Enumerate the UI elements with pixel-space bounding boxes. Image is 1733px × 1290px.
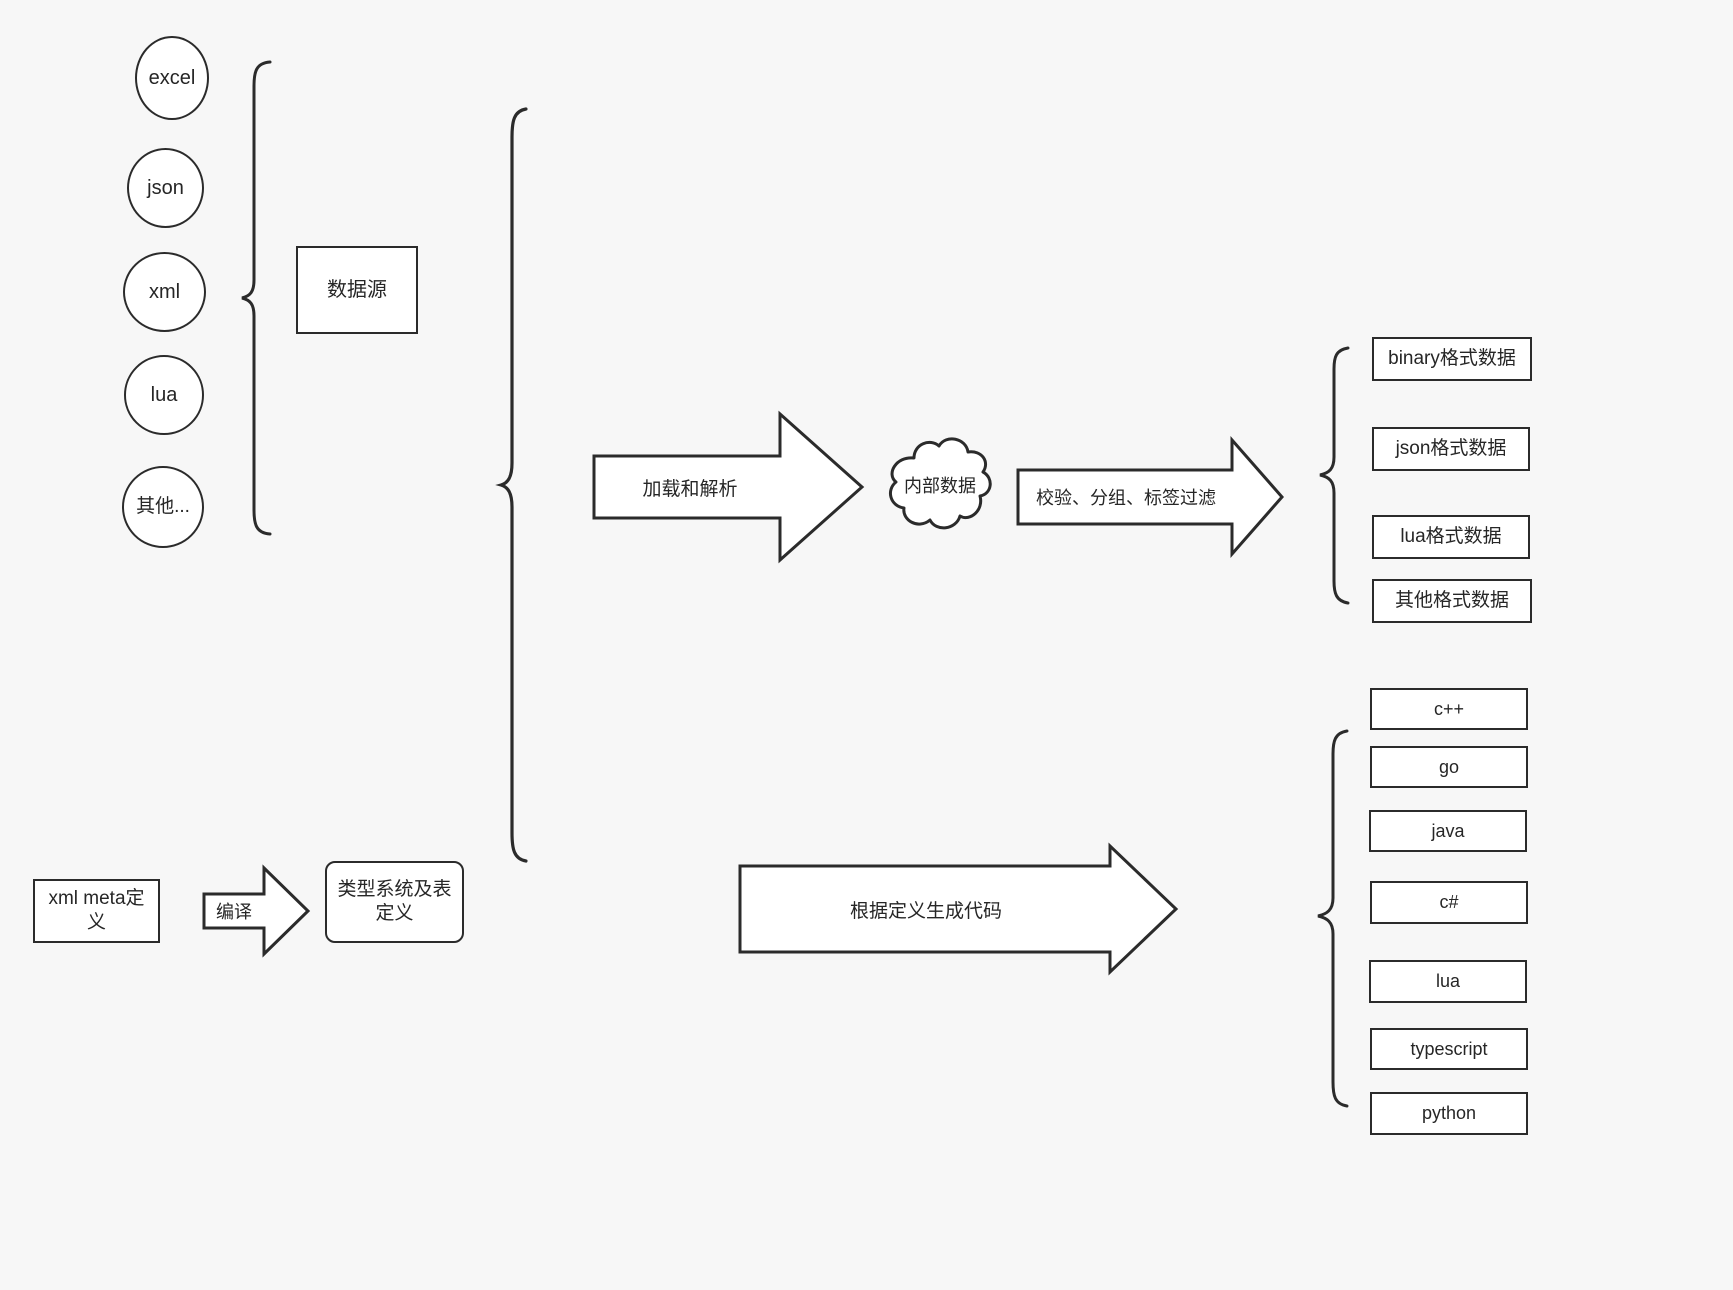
- target-language-label: c#: [1439, 892, 1459, 913]
- target-language-box-python[interactable]: python: [1370, 1092, 1528, 1135]
- output-format-label: json格式数据: [1395, 438, 1507, 460]
- output-format-label: lua格式数据: [1400, 526, 1502, 548]
- data-source-label: 数据源: [327, 278, 387, 301]
- source-node-lua[interactable]: lua: [124, 355, 204, 435]
- source-group-brace: [241, 60, 272, 536]
- target-language-box-cpp[interactable]: c++: [1370, 688, 1528, 730]
- source-node-label: 其他...: [136, 496, 190, 518]
- type-system-label: 类型系统及表定义: [337, 879, 452, 924]
- source-node-label: json: [147, 176, 184, 199]
- compile-arrow[interactable]: [202, 864, 311, 958]
- target-language-label: python: [1421, 1103, 1477, 1124]
- inputs-group-brace: [495, 107, 528, 863]
- target-language-label: java: [1431, 820, 1465, 841]
- output-format-box-json[interactable]: json格式数据: [1372, 427, 1530, 471]
- output-format-box-other[interactable]: 其他格式数据: [1372, 579, 1532, 623]
- xml-meta-label: xml meta定义: [48, 888, 145, 933]
- target-language-label: lua: [1435, 971, 1461, 992]
- target-language-box-java[interactable]: java: [1369, 810, 1527, 852]
- output-format-label: 其他格式数据: [1394, 590, 1509, 612]
- data-source-box[interactable]: 数据源: [296, 246, 418, 334]
- output-format-box-lua[interactable]: lua格式数据: [1372, 515, 1530, 559]
- source-node-xml[interactable]: xml: [123, 252, 206, 332]
- source-node-excel[interactable]: excel: [135, 36, 209, 120]
- target-language-box-go[interactable]: go: [1370, 746, 1528, 788]
- source-node-label: lua: [150, 383, 178, 406]
- xml-meta-definition-box[interactable]: xml meta定义: [33, 879, 160, 943]
- target-language-label: go: [1438, 756, 1460, 777]
- target-languages-brace: [1317, 729, 1349, 1108]
- filter-arrow[interactable]: [1016, 436, 1284, 558]
- target-language-box-typescript[interactable]: typescript: [1370, 1028, 1528, 1070]
- output-formats-brace: [1319, 346, 1350, 605]
- target-language-box-csharp[interactable]: c#: [1370, 881, 1528, 924]
- source-node-label: xml: [148, 280, 181, 303]
- generate-code-arrow[interactable]: [738, 842, 1179, 976]
- target-language-label: c++: [1433, 698, 1465, 719]
- type-system-box[interactable]: 类型系统及表定义: [325, 861, 464, 943]
- output-format-label: binary格式数据: [1388, 348, 1516, 370]
- source-node-other[interactable]: 其他...: [122, 466, 204, 548]
- source-node-json[interactable]: json: [127, 148, 204, 228]
- target-language-box-lua[interactable]: lua: [1369, 960, 1527, 1003]
- output-format-box-binary[interactable]: binary格式数据: [1372, 337, 1532, 381]
- internal-data-cloud[interactable]: [884, 432, 996, 542]
- target-language-label: typescript: [1410, 1038, 1488, 1059]
- load-parse-arrow[interactable]: [592, 410, 865, 564]
- source-node-label: excel: [148, 66, 196, 89]
